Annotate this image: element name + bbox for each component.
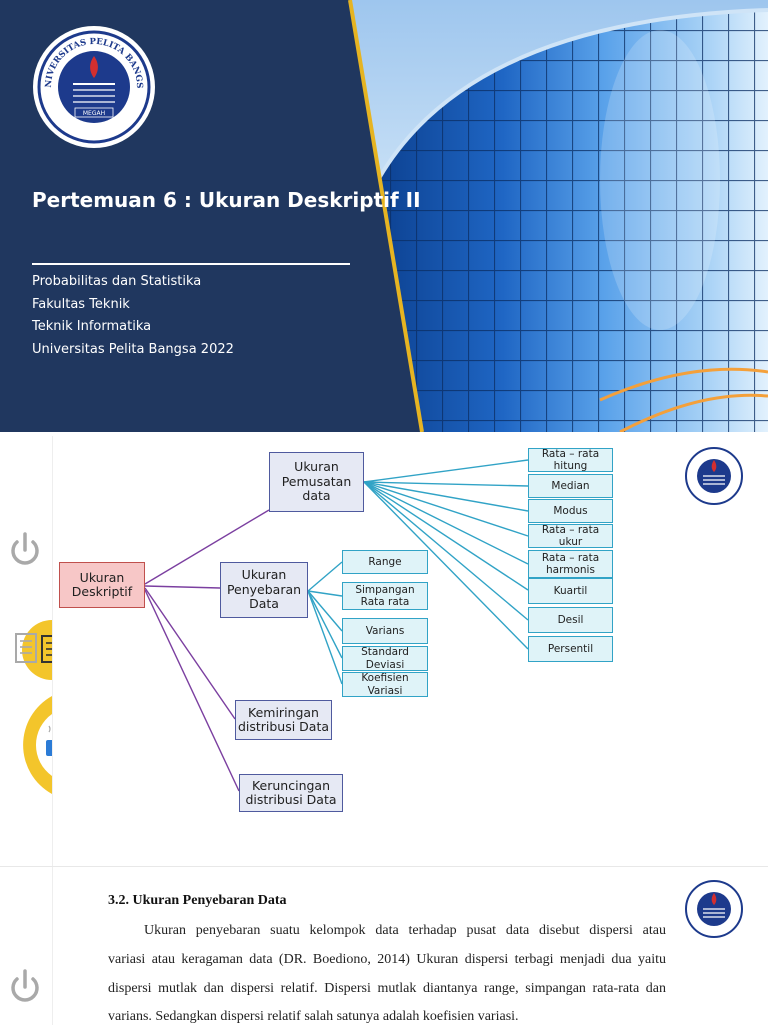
node-rata-hitung: Rata – rata hitung [528, 448, 613, 472]
svg-text:MEGAH: MEGAH [83, 110, 105, 117]
slide-logo [684, 446, 744, 506]
slide-title: Pertemuan 6 : Ukuran Deskriptif II [32, 188, 421, 212]
node-rata-ukur: Rata – rata ukur [528, 524, 613, 548]
document-slide: 3.2. Ukuran Penyebaran Data Ukuran penye… [0, 866, 768, 1025]
node-ukuran-penyebaran: Ukuran Penyebaran Data [220, 562, 308, 618]
university-logo: UNIVERSITAS PELITA BANGSA MEGAH [29, 19, 155, 148]
paragraph-line: varians. Sedangkan dispersi relatif sala… [108, 1009, 519, 1024]
paragraph-line: dispersi mutlak dan dispersi relatif. Di… [108, 981, 666, 996]
power-icon[interactable] [11, 969, 39, 1002]
title-divider [32, 263, 350, 265]
title-slide: UNIVERSITAS PELITA BANGSA MEGAH Pertemua… [0, 0, 768, 432]
course-name: Probabilitas dan Statistika [32, 274, 202, 289]
node-keruncingan: Keruncingan distribusi Data [239, 774, 343, 812]
node-standard-deviasi: Standard Deviasi [342, 646, 428, 671]
paragraph-line: Ukuran penyebaran suatu kelompok data te… [144, 923, 666, 938]
node-kuartil: Kuartil [528, 578, 613, 604]
node-ukuran-deskriptif: Ukuran Deskriptif [59, 562, 145, 608]
node-ukuran-pemusatan: Ukuran Pemusatan data [269, 452, 364, 512]
node-koefisien-variasi: Koefisien Variasi [342, 672, 428, 697]
concept-map-slide: Ukuran Deskriptif Ukuran Pemusatan data … [0, 436, 768, 866]
section-heading: 3.2. Ukuran Penyebaran Data [108, 893, 287, 908]
faculty-name: Fakultas Teknik [32, 297, 130, 312]
node-persentil: Persentil [528, 636, 613, 662]
node-range: Range [342, 550, 428, 574]
power-icon[interactable] [11, 532, 39, 565]
university-year: Universitas Pelita Bangsa 2022 [32, 342, 234, 357]
node-varians: Varians [342, 618, 428, 644]
connector-lines [144, 459, 529, 792]
node-rata-harmonis: Rata – rata harmonis [528, 550, 613, 578]
node-kemiringan: Kemiringan distribusi Data [235, 700, 332, 740]
node-desil: Desil [528, 607, 613, 633]
slide-logo [684, 879, 744, 939]
node-median: Median [528, 474, 613, 498]
program-name: Teknik Informatika [32, 319, 152, 334]
node-simpangan-rata: Simpangan Rata rata [342, 582, 428, 610]
paragraph-line: variasi atau keragaman data (DR. Boedion… [108, 952, 666, 967]
node-modus: Modus [528, 499, 613, 523]
slide-sidebar [0, 867, 53, 1025]
